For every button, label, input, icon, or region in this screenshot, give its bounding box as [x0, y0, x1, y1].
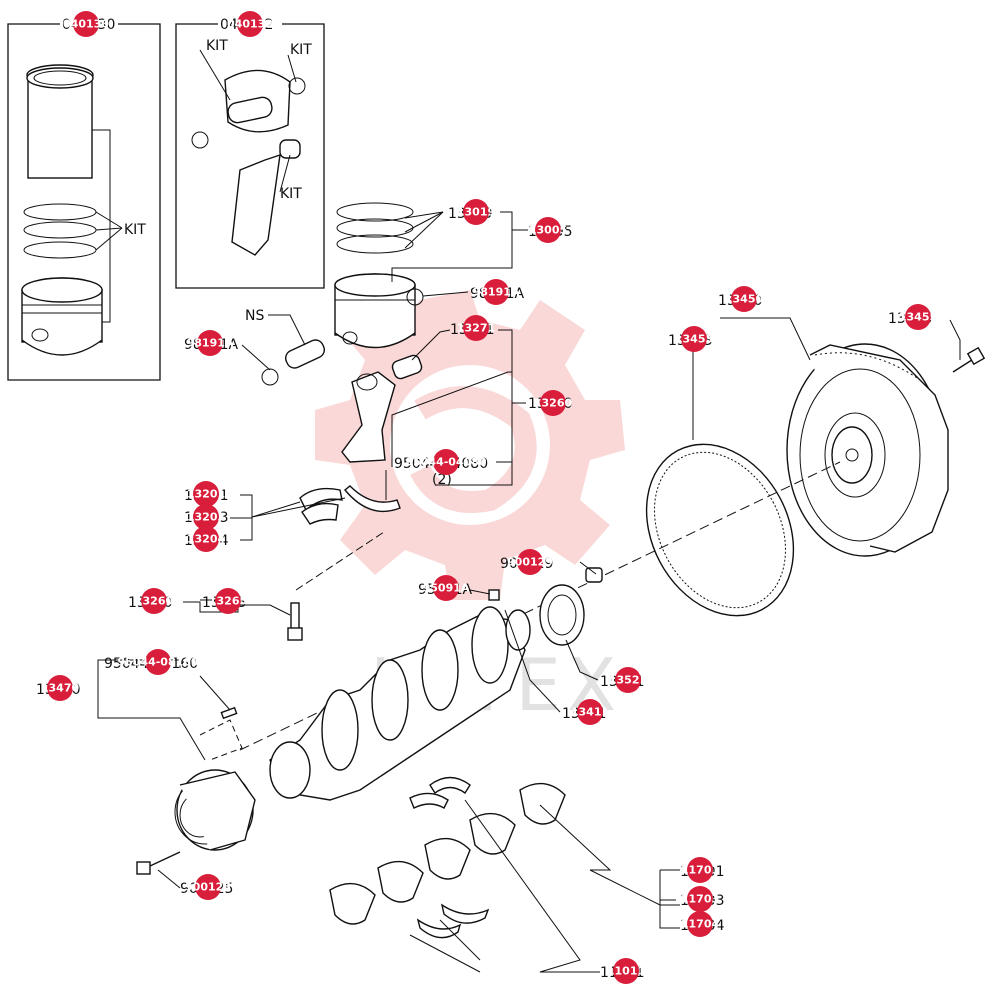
svg-text:98191A: 98191A [187, 337, 234, 350]
svg-text:13005: 13005 [529, 224, 567, 237]
hotspot-95044-08160[interactable]: 95044-08160 [117, 649, 199, 675]
svg-text:040130: 040130 [63, 18, 109, 31]
hotspot-13453[interactable]: 13453 [675, 326, 713, 352]
kit-label-4: KIT [280, 186, 302, 202]
main-bearings [329, 776, 680, 973]
kit-label-2: KIT [206, 38, 228, 54]
svg-text:13260: 13260 [135, 595, 174, 608]
svg-text:13260: 13260 [534, 397, 573, 410]
hotspot-13450[interactable]: 13450 [725, 286, 764, 312]
svg-text:95091A: 95091A [423, 582, 470, 595]
label-conrod-pin-qty: (2) [432, 472, 452, 488]
kit-label-1: KIT [124, 222, 146, 238]
hotspot-13521[interactable]: 13521 [609, 667, 647, 693]
svg-text:900129: 900129 [507, 556, 553, 569]
svg-text:11703: 11703 [681, 893, 719, 906]
svg-text:13450: 13450 [725, 293, 764, 306]
hotspot-98191a-right[interactable]: 98191A [473, 279, 520, 305]
piston-assembly [261, 202, 424, 525]
hotspot-badges: 040130 040132 13019 13005 98191A 98191A … [41, 11, 937, 984]
flywheel [239, 317, 986, 751]
hotspot-11011[interactable]: 11011 [607, 958, 645, 984]
hotspot-98191a-left[interactable]: 98191A [187, 330, 234, 356]
crankshaft [97, 561, 603, 889]
svg-text:13201: 13201 [187, 488, 225, 501]
hotspot-13201[interactable]: 13201 [187, 481, 225, 507]
hotspot-13204[interactable]: 13204 [187, 526, 226, 552]
kit-label-3: KIT [290, 42, 312, 58]
hotspot-13455[interactable]: 13455 [899, 304, 937, 330]
hotspot-13260-bolt[interactable]: 13260 [135, 588, 174, 614]
kit-box-040132: 040132 KIT KIT KIT [175, 17, 325, 289]
hotspot-13271[interactable]: 13271 [457, 315, 495, 341]
hotspot-11701[interactable]: 11701 [681, 857, 719, 883]
svg-text:13265: 13265 [209, 595, 247, 608]
svg-text:13453: 13453 [675, 333, 713, 346]
svg-text:98191A: 98191A [473, 286, 520, 299]
svg-text:900125: 900125 [185, 881, 231, 894]
svg-text:11011: 11011 [607, 965, 645, 978]
label-ns: NS [245, 308, 264, 324]
hotspot-13470[interactable]: 13470 [41, 675, 80, 701]
kit-box-040130: 040130 KIT [7, 17, 161, 381]
hotspot-11703[interactable]: 11703 [681, 886, 719, 912]
svg-text:13204: 13204 [187, 533, 226, 546]
hotspot-11704[interactable]: 11704 [681, 911, 720, 937]
hotspot-13265[interactable]: 13265 [209, 588, 247, 614]
svg-text:13203: 13203 [187, 511, 225, 524]
svg-text:95044-04080: 95044-04080 [405, 456, 486, 469]
svg-text:13455: 13455 [899, 311, 937, 324]
hotspot-13411[interactable]: 13411 [571, 699, 609, 725]
hotspot-900129[interactable]: 900129 [507, 549, 553, 575]
svg-text:13521: 13521 [609, 674, 647, 687]
hotspot-95044-04080[interactable]: 95044-04080 [405, 449, 487, 475]
hotspot-95091a[interactable]: 95091A [423, 575, 470, 601]
svg-text:13271: 13271 [457, 322, 495, 335]
hotspot-040130[interactable]: 040130 [63, 11, 109, 37]
leader-lines-piston [230, 211, 528, 541]
hotspot-900125[interactable]: 900125 [185, 874, 231, 900]
svg-text:13019: 13019 [457, 206, 495, 219]
hotspot-040132[interactable]: 040132 [227, 11, 273, 37]
hotspot-13005[interactable]: 13005 [529, 217, 567, 243]
hotspot-13260-conrod[interactable]: 13260 [534, 390, 573, 416]
svg-text:040132: 040132 [227, 18, 273, 31]
svg-text:13470: 13470 [41, 682, 80, 695]
hotspot-13019[interactable]: 13019 [457, 199, 495, 225]
svg-text:95044-08160: 95044-08160 [117, 656, 198, 669]
svg-text:11704: 11704 [681, 918, 720, 931]
hotspot-13203[interactable]: 13203 [187, 504, 225, 530]
svg-text:11701: 11701 [681, 864, 719, 877]
svg-text:13411: 13411 [571, 706, 609, 719]
